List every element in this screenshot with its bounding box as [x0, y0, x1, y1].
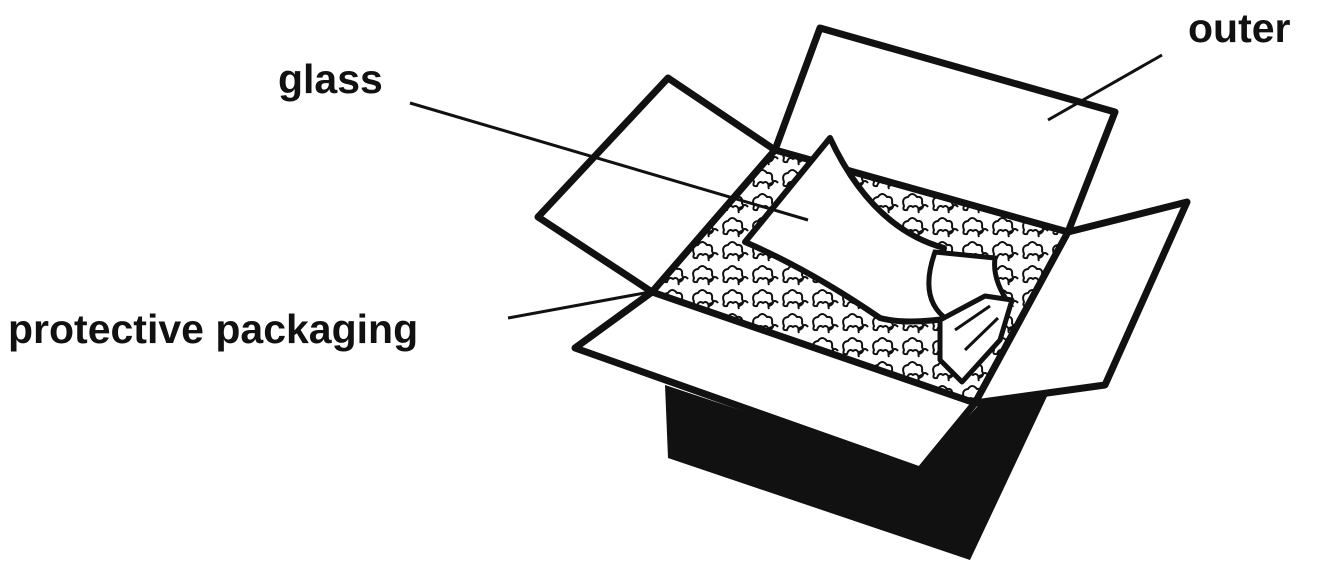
label-protective-packaging: protective packaging	[8, 306, 418, 352]
label-outer: outer	[1188, 5, 1291, 51]
label-glass: glass	[278, 56, 383, 102]
